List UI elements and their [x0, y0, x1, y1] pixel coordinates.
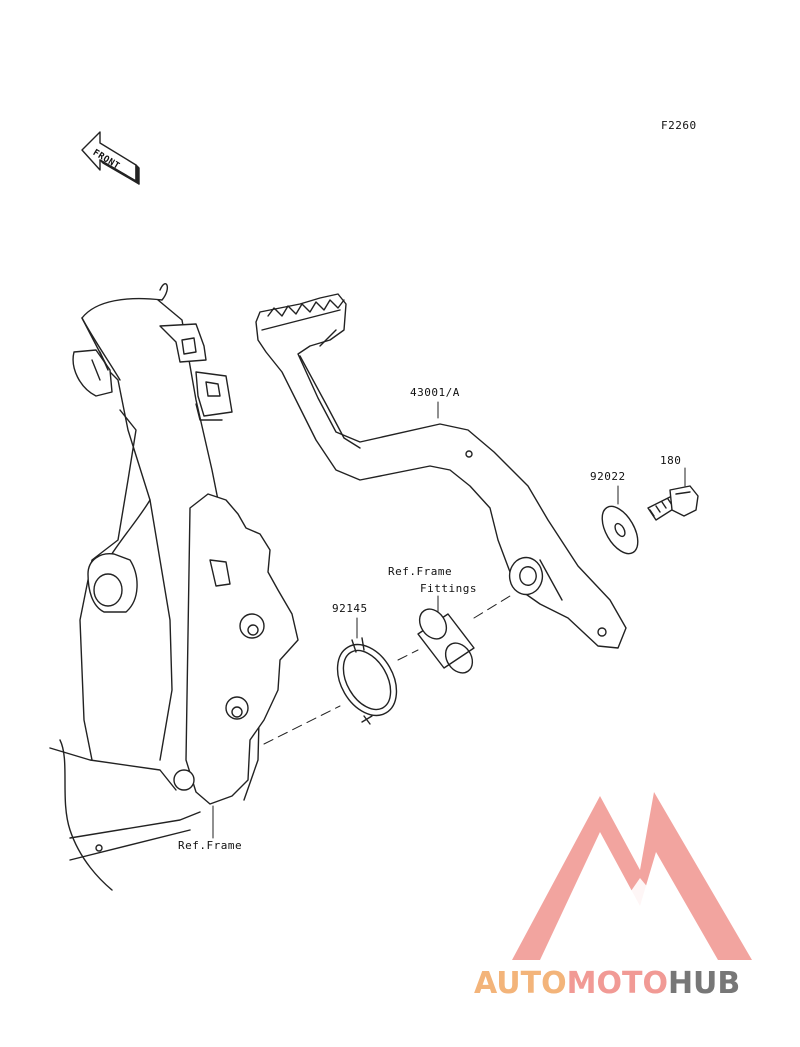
frame-outline [49, 283, 299, 891]
automotohub-logo-icon [512, 792, 752, 960]
diagram-code: F2260 [661, 119, 697, 132]
front-arrow-icon [81, 131, 140, 185]
frame-fittings-bushing [417, 608, 475, 674]
label-spring-92145: 92145 [332, 602, 368, 615]
label-washer-92022: 92022 [590, 470, 626, 483]
watermark-text: AUTOMOTOHUB [474, 966, 740, 1001]
label-ref-frame-fittings-1: Ref.Frame [388, 565, 453, 578]
brake-pedal-part [255, 293, 627, 649]
spring-part [336, 637, 398, 725]
watermark-auto: AUTO [474, 966, 567, 1001]
watermark-moto: MOTO [566, 966, 668, 1001]
bolt-part [647, 485, 699, 521]
label-pedal-43001a: 43001/A [410, 386, 460, 399]
label-ref-frame-fittings-2: Fittings [420, 582, 477, 595]
label-bolt-180: 180 [660, 454, 682, 467]
label-ref-frame: Ref.Frame [178, 839, 243, 852]
watermark-hub: HUB [667, 966, 741, 1001]
washer-part [601, 505, 639, 555]
leader-lines [212, 401, 686, 839]
